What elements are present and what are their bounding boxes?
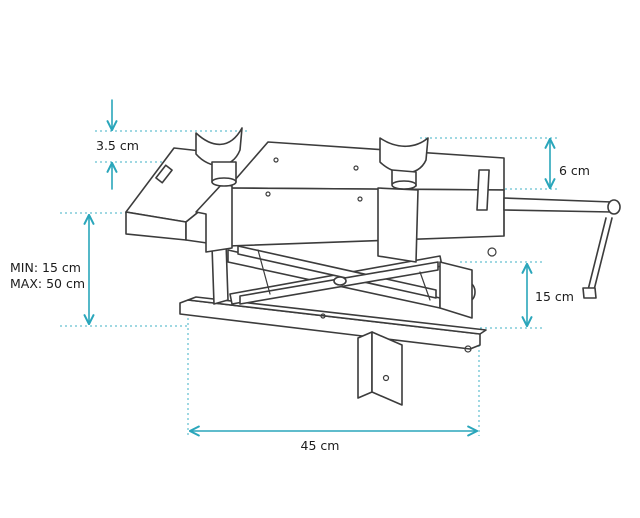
base-width-label: 45 cm <box>301 438 340 453</box>
handle-plate <box>357 331 403 406</box>
top-length-label: 6 cm <box>559 163 590 178</box>
base-frame <box>179 296 487 353</box>
top-deck <box>227 141 505 257</box>
min-height-label: MIN: 15 cm <box>10 260 81 275</box>
right-chock <box>377 137 429 263</box>
left-chock <box>195 127 243 187</box>
max-height-label: MAX: 50 cm <box>10 276 85 291</box>
crank-handle <box>503 197 621 299</box>
scissor-mechanism <box>211 241 476 319</box>
pad-height-label: 3.5 cm <box>96 138 139 153</box>
base-height-label: 15 cm <box>535 289 574 304</box>
dimension-arrows <box>83 99 556 437</box>
